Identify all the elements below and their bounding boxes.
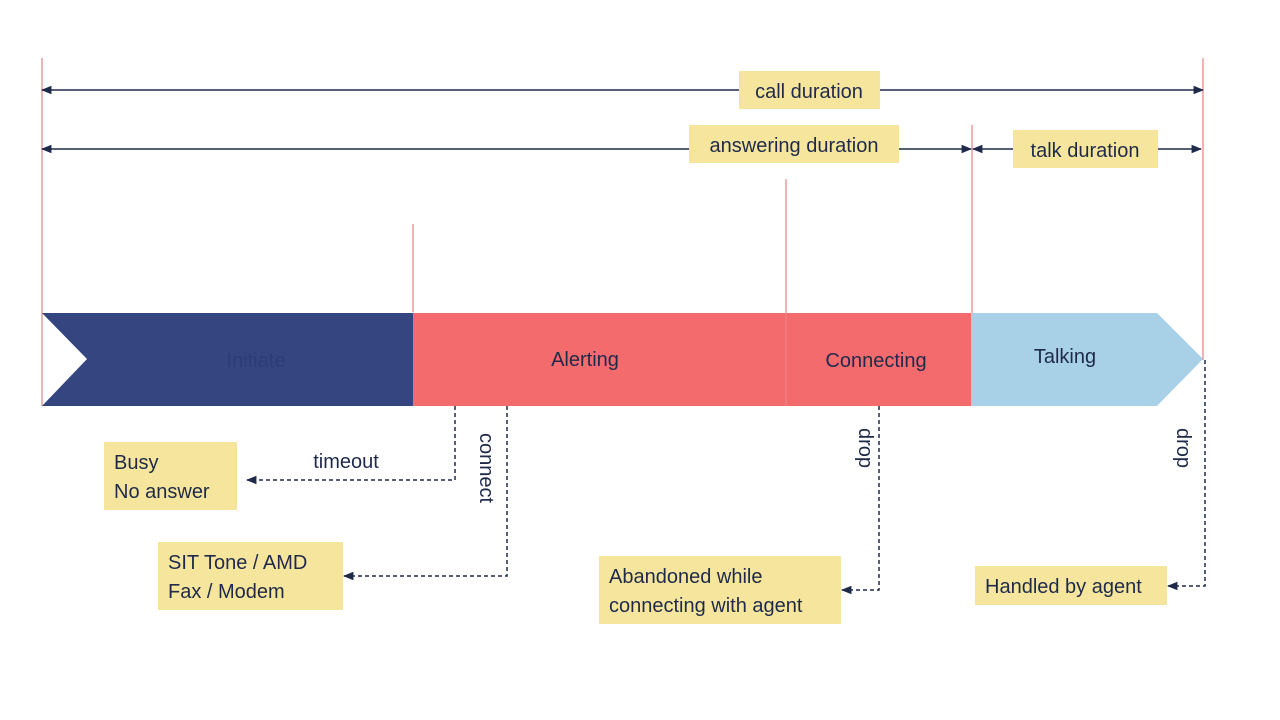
outcome-busy-line2: No answer [114,481,210,503]
outcome-handled-label: Handled by agent [985,576,1142,598]
outcome-abandoned-line2: connecting with agent [609,595,803,617]
stage-connecting-label: Connecting [825,350,926,372]
answering-duration-label-bg [689,125,899,163]
stage-connecting [786,313,971,406]
outcome-sit-line2: Fax / Modem [168,581,285,603]
outcome-abandoned-line1: Abandoned while [609,566,762,588]
stage-talking [972,313,1203,406]
outcome-handled-bg [975,566,1167,605]
outcome-busy-line1: Busy [114,452,158,474]
call-duration-label: call duration [755,81,863,103]
stage-alerting-label: Alerting [551,349,619,371]
outcome-busy-bg [104,442,237,510]
call-duration-label-bg [739,71,880,109]
timeout-arrow [245,406,456,485]
stage-initiate [42,313,413,406]
connect-arrow [342,406,508,581]
drop-talking-arrow [1166,360,1206,591]
talk-duration-label-bg [1013,130,1158,168]
talk-duration-label: talk duration [1031,140,1140,162]
drop-talking-label: drop [1172,428,1194,468]
answering-duration-label: answering duration [710,135,879,157]
stage-initiate-label: Initiate [227,350,286,372]
connect-label: connect [475,433,497,503]
outcome-sit-bg [158,542,343,610]
drop-connecting-label: drop [854,428,876,468]
stage-talking-label: Talking [1034,346,1096,368]
stage-alerting [413,313,786,406]
outcome-abandoned-bg [599,556,841,624]
timeout-label: timeout [313,451,379,473]
outcome-sit-line1: SIT Tone / AMD [168,552,307,574]
drop-connecting-arrow [840,406,880,595]
